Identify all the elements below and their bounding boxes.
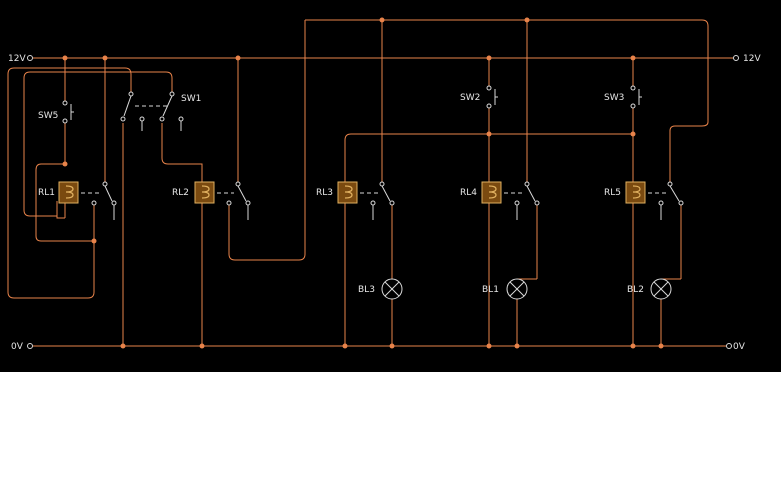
relay-rl5[interactable] bbox=[625, 181, 684, 220]
junction-dot bbox=[630, 131, 636, 137]
junction-dot bbox=[630, 343, 636, 349]
label-bl3: BL3 bbox=[358, 285, 375, 295]
terminal-0v-left[interactable] bbox=[27, 343, 33, 349]
label-rl3: RL3 bbox=[316, 188, 333, 198]
rl1-coil-link bbox=[56, 201, 65, 219]
terminal-0v-right[interactable] bbox=[726, 343, 732, 349]
sw1-to-rl2 bbox=[161, 123, 203, 182]
label-rl5: RL5 bbox=[604, 188, 621, 198]
junction-dot bbox=[389, 343, 395, 349]
top-bus-left-drop bbox=[228, 20, 306, 261]
labels: 12V 12V 0V 0V SW5 SW1 SW2 SW3 RL1 RL2 RL… bbox=[8, 54, 761, 352]
relay-contact bbox=[514, 181, 540, 220]
junction-dot bbox=[102, 55, 108, 61]
label-rl1: RL1 bbox=[38, 188, 55, 198]
lamp-bl2[interactable] bbox=[650, 278, 672, 300]
relay-contact bbox=[658, 181, 684, 220]
junction-dot bbox=[514, 343, 520, 349]
junction-dot bbox=[199, 343, 205, 349]
wires bbox=[7, 19, 733, 347]
relay-contact bbox=[226, 181, 251, 220]
relay-contact bbox=[370, 181, 395, 220]
label-0v-right: 0V bbox=[733, 342, 746, 352]
relay-rl2[interactable] bbox=[194, 181, 251, 220]
junction-dot bbox=[486, 343, 492, 349]
junction-dot bbox=[524, 17, 530, 23]
label-12v-left: 12V bbox=[8, 54, 26, 64]
rl1-outer-loop bbox=[7, 67, 132, 299]
relay-rl1[interactable] bbox=[58, 181, 117, 220]
lamp-bl1[interactable] bbox=[506, 278, 528, 300]
top-bus-right-drop bbox=[669, 19, 709, 182]
junction-dot bbox=[62, 55, 68, 61]
sw1-common-feed bbox=[23, 71, 173, 217]
junction-dot bbox=[91, 238, 97, 244]
label-rl2: RL2 bbox=[172, 188, 189, 198]
label-bl1: BL1 bbox=[482, 285, 499, 295]
junction-dot bbox=[486, 131, 492, 137]
junction-dot bbox=[235, 55, 241, 61]
junctions bbox=[62, 17, 664, 349]
junction-dot bbox=[120, 343, 126, 349]
label-12v-right: 12V bbox=[743, 54, 761, 64]
junction-dot bbox=[486, 55, 492, 61]
junction-dot bbox=[630, 55, 636, 61]
junction-dot bbox=[379, 17, 385, 23]
switch-sw2[interactable] bbox=[486, 85, 498, 109]
label-0v-left: 0V bbox=[11, 342, 24, 352]
label-sw5: SW5 bbox=[38, 111, 58, 121]
label-sw1: SW1 bbox=[181, 94, 201, 104]
label-sw3: SW3 bbox=[604, 93, 624, 103]
label-bl2: BL2 bbox=[627, 285, 644, 295]
rl1-left-loop bbox=[35, 163, 94, 242]
relay-rl4[interactable] bbox=[481, 181, 540, 220]
junction-dot bbox=[658, 343, 664, 349]
switch-sw1[interactable] bbox=[120, 91, 184, 131]
switch-sw5[interactable] bbox=[62, 100, 74, 124]
junction-dot bbox=[62, 161, 68, 167]
junction-dot bbox=[342, 343, 348, 349]
terminal-12v-left[interactable] bbox=[27, 55, 33, 61]
relay-rl3[interactable] bbox=[337, 181, 395, 220]
label-sw2: SW2 bbox=[460, 93, 480, 103]
lamp-bl3[interactable] bbox=[381, 278, 403, 300]
mid-bus bbox=[344, 133, 633, 182]
terminal-12v-right[interactable] bbox=[733, 55, 739, 61]
terminals bbox=[27, 55, 739, 349]
relay-contact bbox=[91, 181, 117, 220]
circuit-canvas: 12V 12V 0V 0V SW5 SW1 SW2 SW3 RL1 RL2 RL… bbox=[0, 0, 781, 372]
switch-sw3[interactable] bbox=[630, 85, 642, 109]
circuit-diagram: 12V 12V 0V 0V SW5 SW1 SW2 SW3 RL1 RL2 RL… bbox=[7, 17, 761, 352]
label-rl4: RL4 bbox=[460, 188, 477, 198]
